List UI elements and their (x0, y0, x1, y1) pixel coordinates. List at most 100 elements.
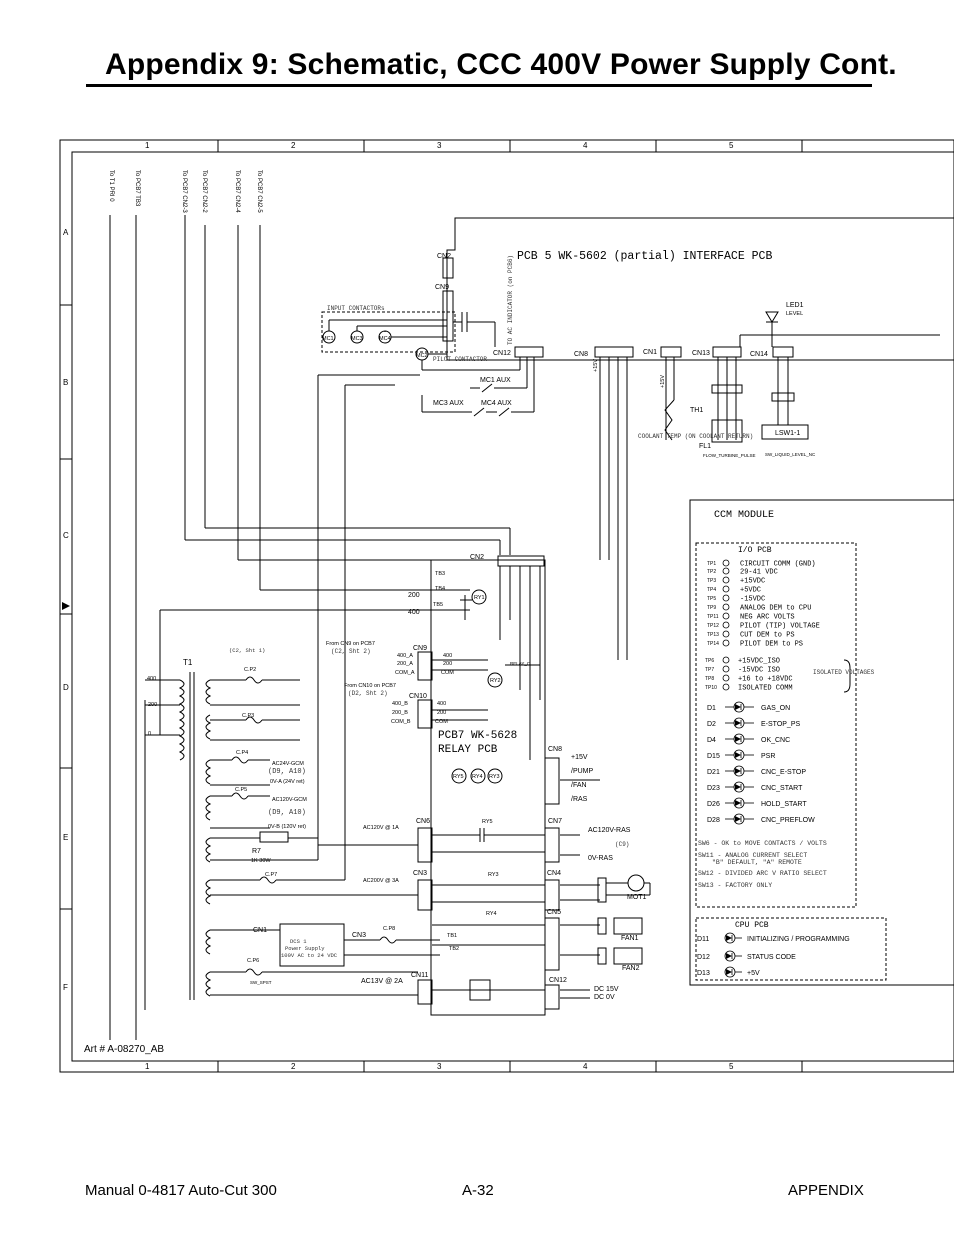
ref-pcb7-cn2-2: To PCB7 CN2-2 (201, 170, 207, 213)
ref-pcb7-tb3: To PCB7 TB3 (134, 170, 140, 207)
ry5-label: RY5 (453, 774, 464, 780)
cn8-pump-label: /PUMP (571, 768, 594, 775)
cp2-label: C.P2 (244, 667, 256, 673)
mc4-label: MC4 (379, 336, 391, 342)
test-point-icon (722, 656, 730, 664)
tp-id-tp11: TP11 (707, 614, 719, 620)
ac120v-gcm-label: AC120V-GCM (272, 797, 307, 803)
led-diode-icon (726, 969, 732, 975)
cp3-label: C.P3 (242, 713, 254, 719)
led-label-d15: PSR (761, 753, 775, 760)
switch-note-0: SW6 - OK to MOVE CONTACTS / VOLTS (698, 840, 827, 847)
cn9-val-com: COM (441, 670, 454, 676)
led-label-d21: CNC_E-STOP (761, 769, 806, 776)
cn9-pin-coma: COM_A (395, 670, 415, 676)
t1-tap-0: 0 (148, 731, 151, 737)
ov-a-label: 0V-A (24V ret) (270, 779, 305, 785)
pcb7-cn12-label: CN12 (549, 977, 567, 984)
ry4-label: RY4 (472, 774, 483, 780)
col-label-4: 4 (583, 141, 588, 150)
pcb7-cn7-label: CN7 (548, 818, 562, 825)
cn3-label: CN3 (352, 932, 366, 939)
cpu-led-label-d12: STATUS CODE (747, 954, 796, 961)
test-point-icon (722, 665, 730, 673)
dcs1-power-supply-label: Power Supply (285, 945, 325, 952)
led-diode-icon (735, 720, 741, 726)
row-label-d: D (63, 683, 69, 692)
pcb7-cn8-label: CN8 (548, 746, 562, 753)
pcb5-cn8-label: CN8 (574, 351, 588, 358)
input-contactors-label: INPUT CONTACTORs (327, 305, 385, 312)
pcb7-cn6-label: CN6 (416, 818, 430, 825)
tp-desc-tp5: -15VDC (740, 596, 765, 604)
dc0v-label: DC 0V (594, 994, 615, 1001)
led-label-d26: HOLD_START (761, 801, 807, 808)
pcb5-cn12-block (514, 346, 544, 358)
tp-id-tp7: TP7 (705, 667, 714, 673)
pcb5-cn2-block (442, 257, 454, 279)
from-cn10-label: From CN10 on PCB7 (344, 683, 396, 689)
row-label-f: F (63, 983, 68, 992)
col-label-2: 2 (291, 141, 296, 150)
led-id-d26: D26 (707, 801, 720, 808)
cn10-val-400: 400 (437, 701, 446, 707)
t1-primary (178, 679, 185, 761)
ov-b-label: 0V-B (120V ret) (268, 824, 306, 830)
tp-desc-tp2: 29-41 VDC (740, 569, 778, 577)
test-point-icon (722, 639, 730, 647)
tb5-label: TB5 (433, 602, 443, 608)
cn8-fan-label: /FAN (571, 782, 587, 789)
led-label-d4: OK_CNC (761, 737, 790, 744)
fan2-symbol (613, 947, 643, 965)
pcb7-cn5-label: CN5 (547, 909, 561, 916)
r7-value-label: 1K 30W (251, 858, 271, 864)
tp-desc-tp6: +15VDC_ISO (738, 658, 780, 666)
tp-id-tp5: TP5 (707, 596, 716, 602)
cpu-led-id-d11: D11 (697, 936, 709, 943)
pcb5-cn1-label: CN1 (643, 349, 657, 356)
col-label-bottom-2: 2 (291, 1062, 296, 1071)
tp-desc-tp10: ISOLATED COMM (738, 685, 793, 693)
led-diode-icon (726, 953, 732, 959)
level-switch (761, 424, 809, 440)
cpu-led-label-d13: +5V (747, 970, 760, 977)
pcb7-cn3-label: CN3 (413, 870, 427, 877)
col-label-3: 3 (437, 141, 442, 150)
cn10-pin-400b: 400_B (392, 701, 408, 707)
lsw1-label: LSW1-1 (775, 430, 800, 437)
ac13v-label: AC13V @ 2A (361, 978, 403, 985)
cn1-label: CN1 (253, 927, 267, 934)
tp-desc-tp13: CUT DEM to PS (740, 632, 795, 640)
row-label-e: E (63, 833, 68, 842)
pcb5-cn1-block (660, 346, 682, 358)
input-contactors-box (321, 311, 456, 353)
frame-labels: 1 2 3 4 5 1 2 3 4 5 A B C D E F (63, 141, 734, 1071)
tp-id-tp12: TP12 (707, 623, 719, 629)
cn9-pin-400a: 400_A (397, 653, 413, 659)
pcb5-cn14-block (772, 346, 794, 358)
cn9-pin-200a: 200_A (397, 661, 413, 667)
pcb5-cn13-block (712, 346, 742, 358)
th1-label: TH1 (690, 407, 703, 414)
cn10-val-200: 200 (437, 710, 446, 716)
pcb5-cn1-15v: +15V (660, 375, 666, 388)
mc2-label: MC2 (416, 353, 428, 359)
outer-border (59, 139, 954, 1073)
led-diode-icon (735, 784, 741, 790)
t1-tap-400: 400 (147, 676, 156, 682)
thermistor-th1 (664, 399, 675, 441)
test-point-icon (722, 559, 730, 567)
c2-sht1-label: (C2, Sht 1) (229, 647, 265, 654)
cp6-label: C.P6 (247, 958, 259, 964)
tp-id-tp14: TP14 (707, 641, 719, 647)
led-diode-icon (735, 736, 741, 742)
left-reference-labels: To T1 PRI 0 To PCB7 TB3 To PCB7 CN2-3 To… (108, 170, 262, 213)
mc4-aux-label: MC4 AUX (481, 400, 512, 407)
pcb5-outline (446, 217, 954, 361)
ccm-module-box (689, 499, 954, 986)
t1-label: T1 (183, 658, 193, 667)
r7-label: R7 (252, 848, 261, 855)
cp7-label: C.P7 (265, 872, 277, 878)
level-switch-label: SW_LIQUID_LEVEL_NC (765, 452, 816, 457)
cp5-label: C.P5 (235, 787, 247, 793)
